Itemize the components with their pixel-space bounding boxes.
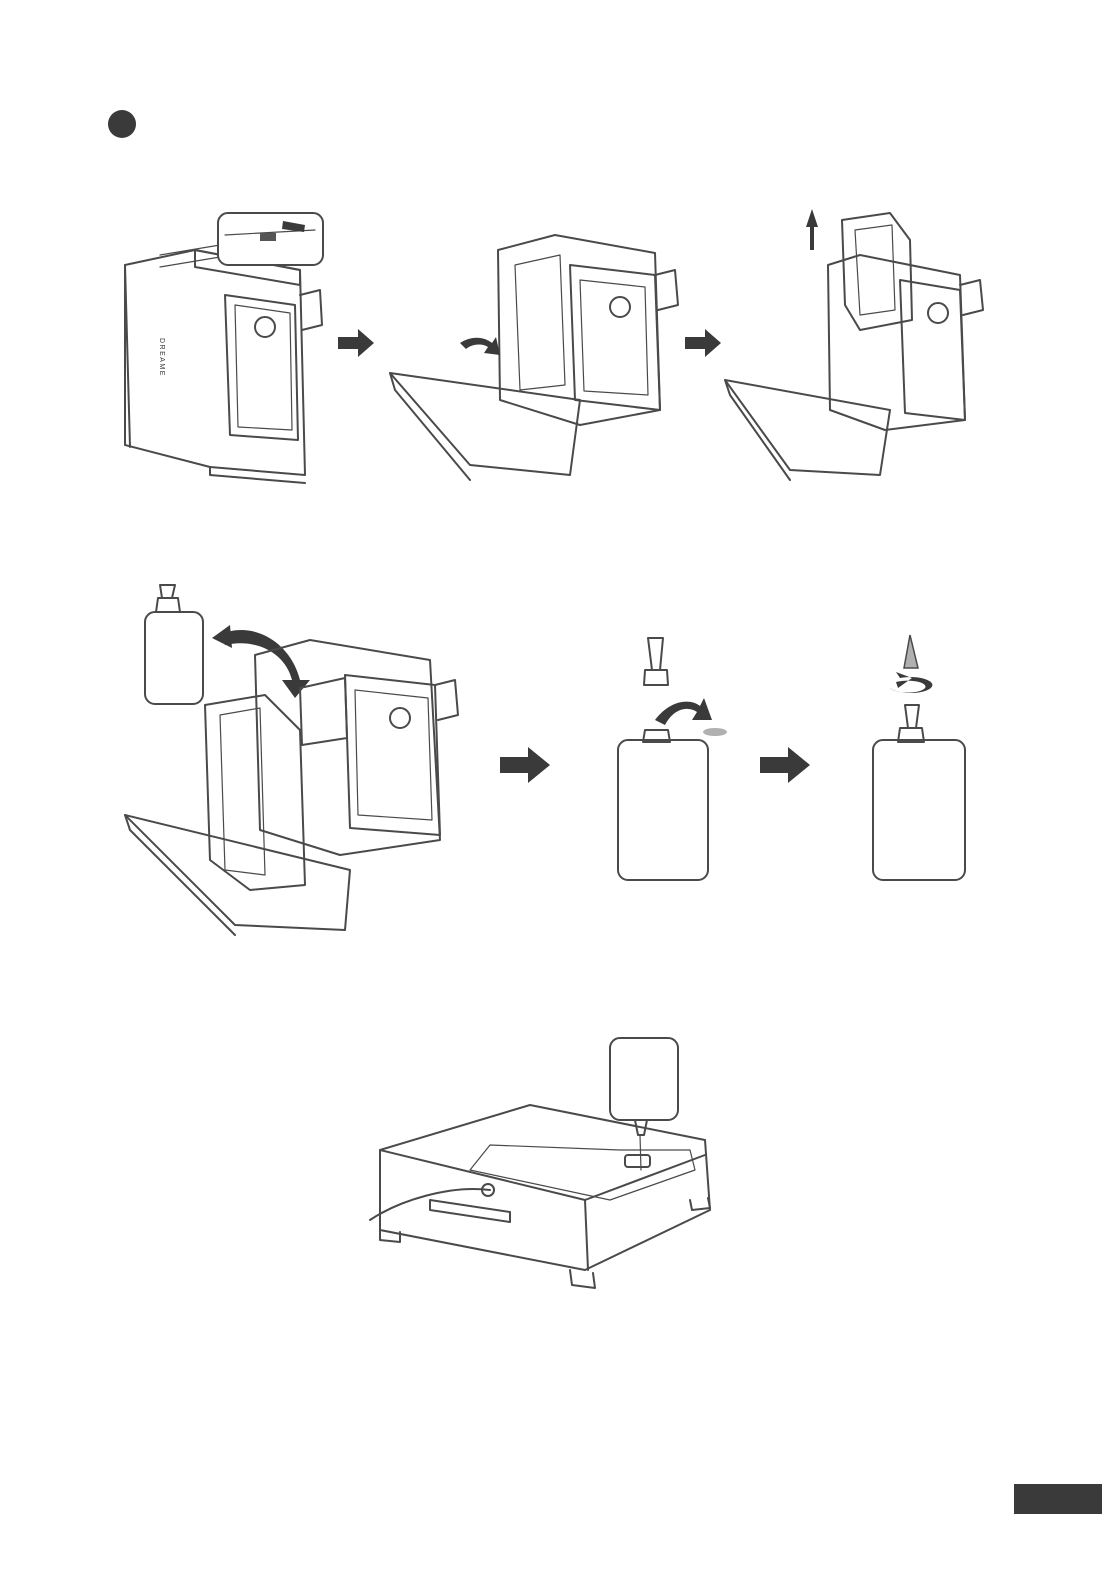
closed-station-illustration: DREAME <box>125 213 323 483</box>
pour-into-base-illustration <box>370 1038 710 1288</box>
arrow-right-icon-3 <box>500 747 550 783</box>
step-marker-dot <box>108 110 136 138</box>
tank-removal-illustration <box>125 585 458 935</box>
arrow-right-icon-2 <box>685 329 721 357</box>
row-1-illustrations: DREAME <box>100 195 1020 495</box>
rotate-icon <box>890 672 932 693</box>
row-2-illustrations <box>100 580 1000 940</box>
arrow-right-icon <box>338 329 374 357</box>
open-door-illustration <box>390 235 678 480</box>
arrow-right-icon-4 <box>760 747 810 783</box>
lift-tank-illustration <box>725 209 983 480</box>
remove-cap-illustration <box>618 638 727 880</box>
nozzle-part <box>904 635 918 668</box>
attach-nozzle-illustration <box>873 635 965 880</box>
arrow-curve-icon <box>220 630 310 698</box>
arrow-up-icon <box>806 209 818 250</box>
seal-disc <box>703 728 727 736</box>
brand-label: DREAME <box>158 338 165 377</box>
arrow-curve-left-icon <box>460 337 500 355</box>
page-number-tab <box>1014 1484 1102 1514</box>
row-3-illustration <box>360 1030 740 1320</box>
arrow-curve-right-icon <box>655 698 712 725</box>
